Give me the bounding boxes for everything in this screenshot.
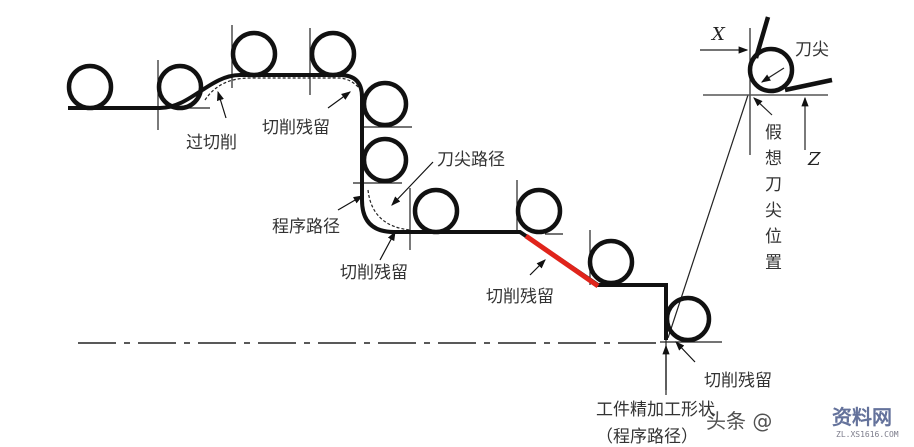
tool-circle <box>156 63 204 111</box>
label-z-axis: Z <box>807 149 821 170</box>
watermark: 头条 @ 资料网 ZL.XS1616.COM <box>706 405 899 439</box>
tool-nose-circle <box>747 46 795 94</box>
label-residual: 切削残留 <box>340 263 408 283</box>
tool-circle <box>361 80 409 128</box>
svg-text:置: 置 <box>765 253 782 273</box>
label-imaginary-tip: 假 想 刀 尖 位 置 <box>765 123 782 273</box>
svg-text:ZL.XS1616.COM: ZL.XS1616.COM <box>836 430 899 439</box>
tool-circle <box>66 63 114 111</box>
tool-circle <box>515 187 563 235</box>
svg-text:资料网: 资料网 <box>832 405 892 429</box>
reference-lines <box>155 25 749 395</box>
svg-text:尖: 尖 <box>765 201 782 221</box>
tool-edge <box>784 77 833 93</box>
label-residual: 切削残留 <box>262 118 330 138</box>
label-program-path: 程序路径 <box>272 217 340 237</box>
tool-tip-detail <box>700 16 833 155</box>
label-finish-shape: 工件精加工形状 <box>596 400 715 420</box>
label-x-axis: X <box>710 24 726 45</box>
svg-text:想: 想 <box>765 149 782 169</box>
program-path <box>68 73 668 340</box>
tool-circle <box>412 187 460 235</box>
label-finish-shape-sub: （程序路径） <box>596 427 698 447</box>
label-residual: 切削残留 <box>704 371 772 391</box>
label-residual: 切削残留 <box>486 287 554 307</box>
tool-circle <box>230 30 278 78</box>
tool-positions <box>66 30 712 343</box>
svg-text:位: 位 <box>765 227 782 247</box>
svg-text:头条 @: 头条 @ <box>706 409 772 433</box>
tool-circle <box>309 30 357 78</box>
svg-text:刀: 刀 <box>765 175 782 195</box>
residual-highlight <box>524 233 600 289</box>
tool-circle <box>587 238 635 286</box>
tool-edge <box>753 16 771 59</box>
leader-arrows <box>217 90 696 390</box>
label-tool-tip-path: 刀尖路径 <box>437 150 505 170</box>
label-overcut: 过切削 <box>186 133 237 153</box>
tool-circle <box>361 136 409 184</box>
tool-circle <box>664 295 712 343</box>
label-tool-tip: 刀尖 <box>795 40 829 60</box>
svg-text:假: 假 <box>765 123 782 143</box>
